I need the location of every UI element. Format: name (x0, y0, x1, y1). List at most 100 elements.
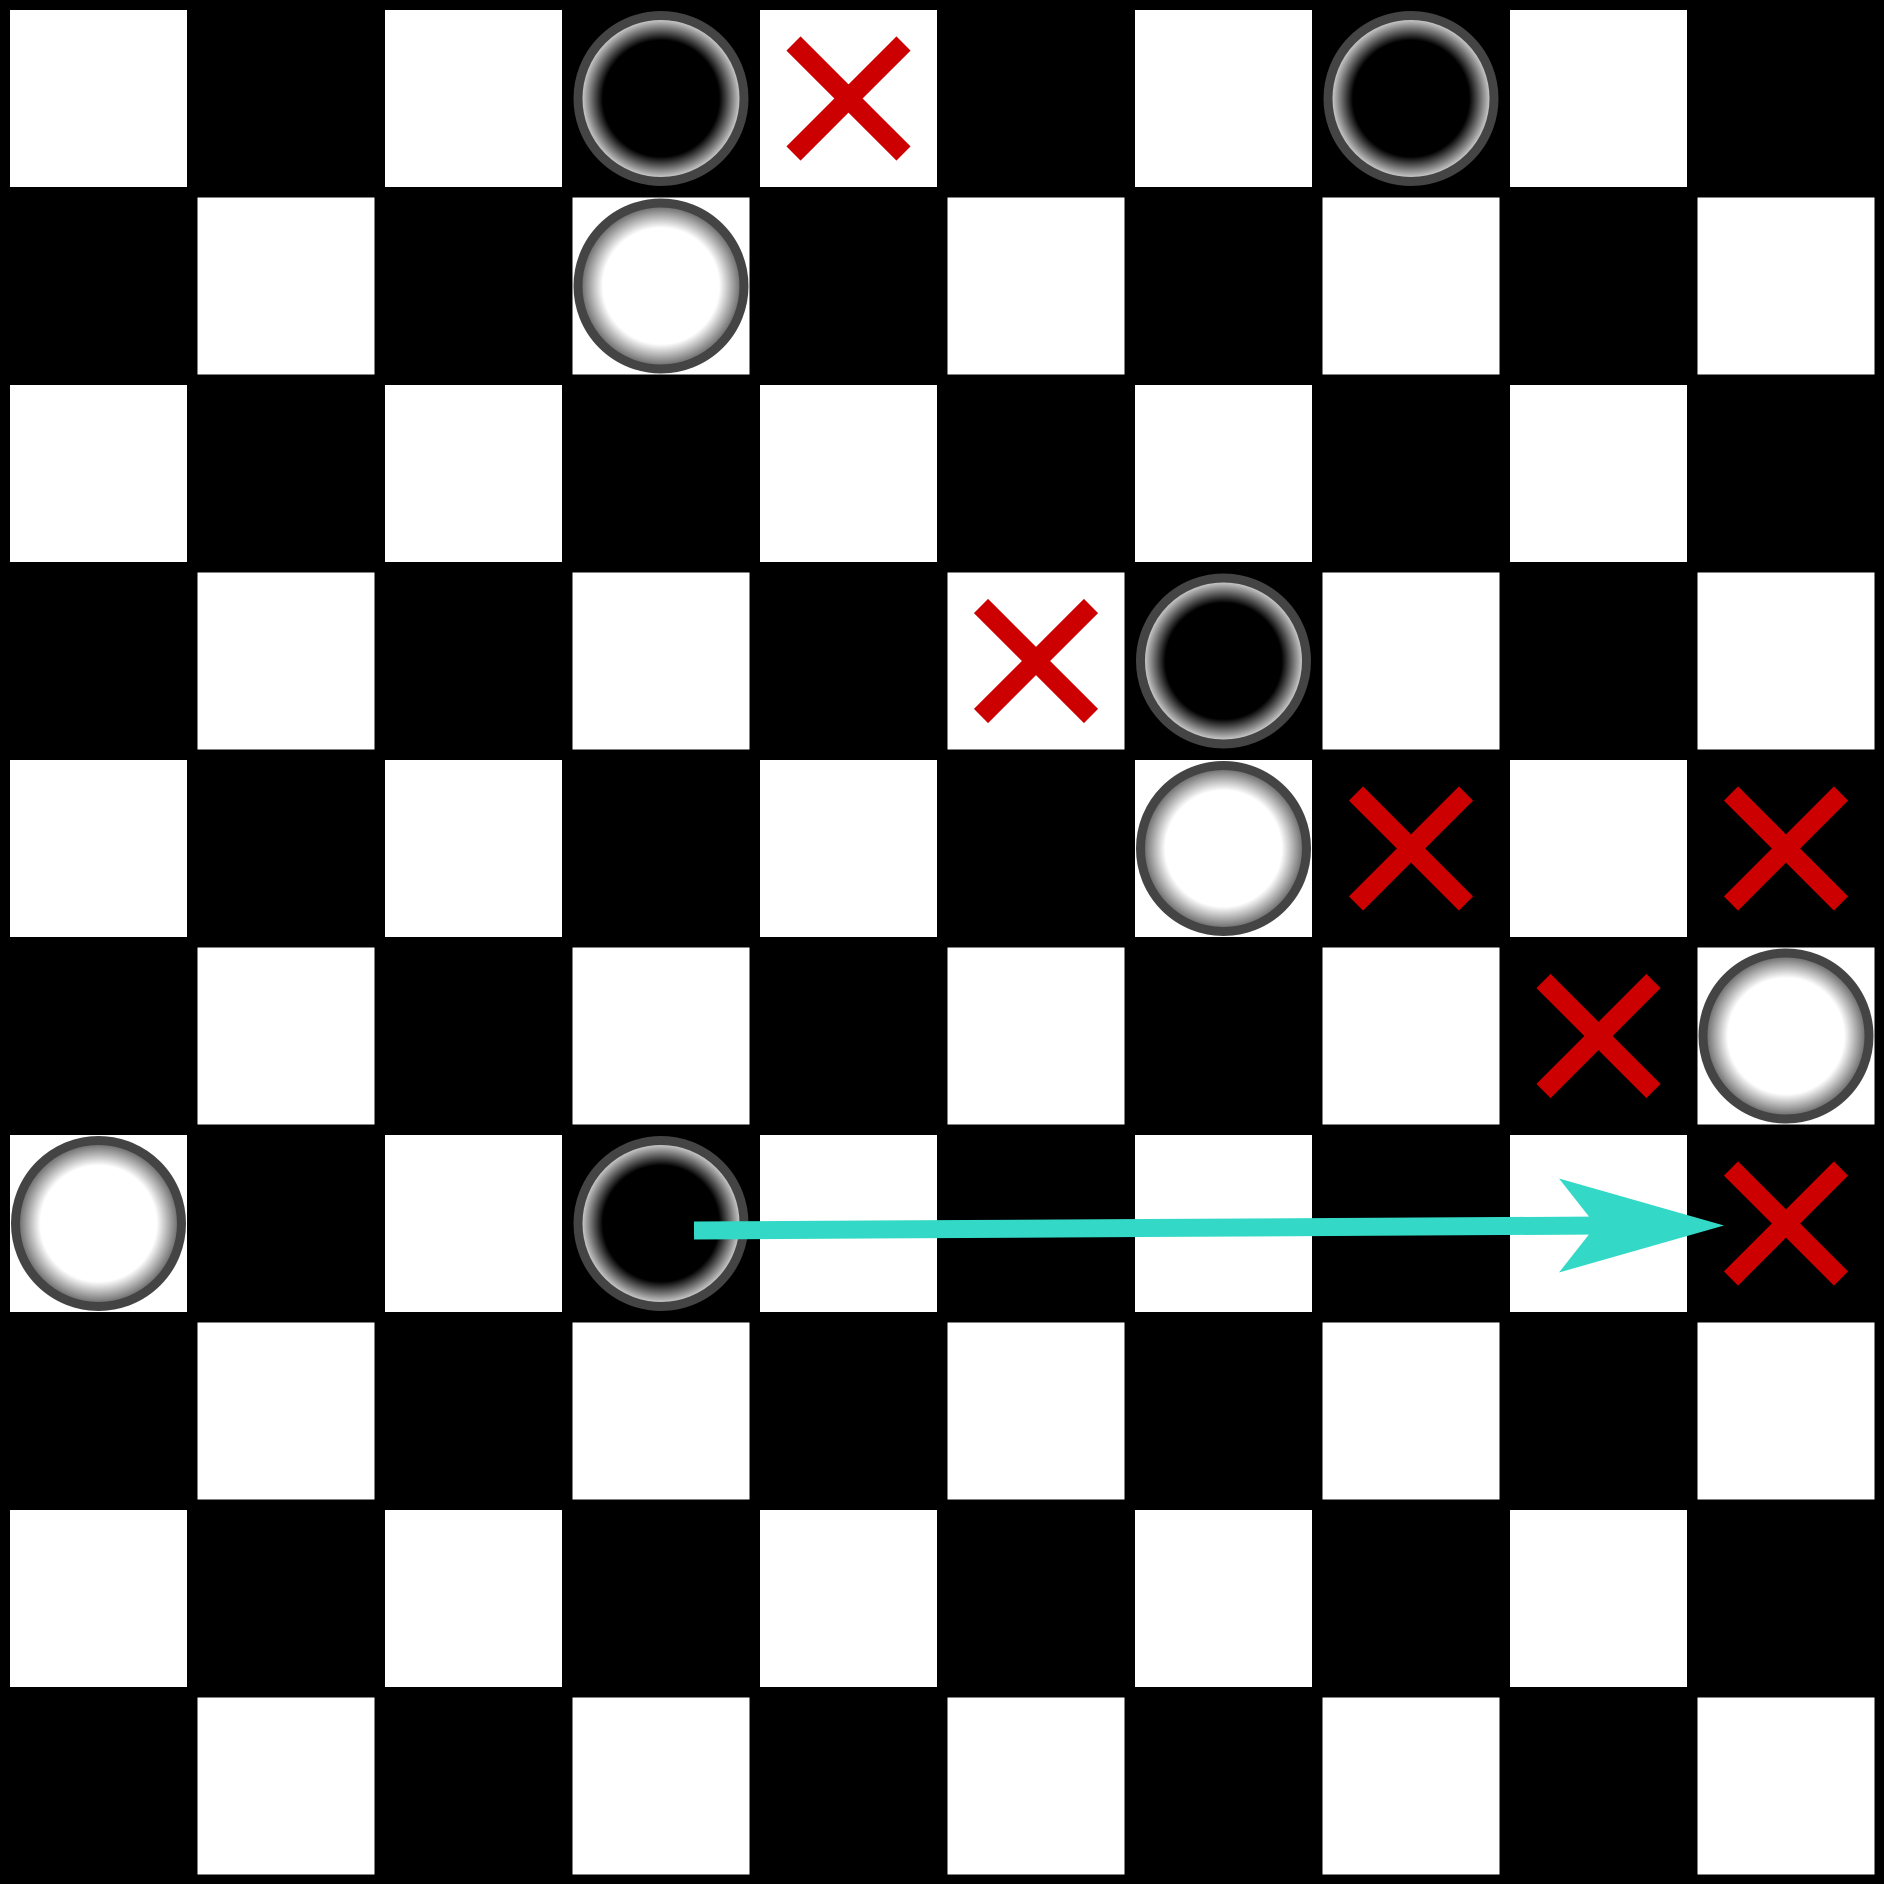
board-square-light[interactable] (385, 385, 562, 562)
board-square-light[interactable] (760, 760, 937, 937)
board-square-dark[interactable] (1510, 1322, 1687, 1500)
cross-mark-icon (1723, 1161, 1849, 1286)
board-square-light[interactable] (197, 1697, 375, 1875)
board-square-light[interactable] (947, 1697, 1125, 1875)
board-square-dark[interactable] (1135, 197, 1312, 375)
board-square-light[interactable] (1510, 760, 1687, 937)
board-square-dark[interactable] (1697, 1510, 1875, 1687)
cross-mark-icon (786, 36, 911, 161)
board-squares (10, 10, 1875, 1875)
board-square-dark[interactable] (385, 572, 562, 750)
board-square-dark[interactable] (385, 197, 562, 375)
board-square-dark[interactable] (1135, 1322, 1312, 1500)
board-square-dark[interactable] (760, 197, 937, 375)
board-square-light[interactable] (1322, 947, 1500, 1125)
white-checker-piece-icon[interactable] (11, 1136, 186, 1311)
board-square-dark[interactable] (1697, 385, 1875, 562)
board-square-dark[interactable] (572, 1510, 750, 1687)
board-square-light[interactable] (1322, 572, 1500, 750)
board-square-light[interactable] (10, 760, 187, 937)
board-square-dark[interactable] (197, 1135, 375, 1312)
board-square-dark[interactable] (10, 572, 187, 750)
board-square-dark[interactable] (760, 947, 937, 1125)
board-square-light[interactable] (572, 1322, 750, 1500)
board-square-light[interactable] (572, 947, 750, 1125)
cross-mark-icon (1723, 786, 1849, 911)
board-square-light[interactable] (197, 572, 375, 750)
white-checker-piece-icon[interactable] (1698, 948, 1874, 1124)
board-square-dark[interactable] (10, 1322, 187, 1500)
board-square-light[interactable] (10, 10, 187, 187)
board-square-dark[interactable] (947, 760, 1125, 937)
board-square-light[interactable] (1697, 1697, 1875, 1875)
board-square-light[interactable] (10, 1510, 187, 1687)
black-checker-piece-icon[interactable] (1323, 11, 1499, 186)
board-square-light[interactable] (1322, 1697, 1500, 1875)
board-square-light[interactable] (10, 385, 187, 562)
board-square-light[interactable] (1697, 1322, 1875, 1500)
board-square-light[interactable] (1322, 197, 1500, 375)
board-square-light[interactable] (385, 1135, 562, 1312)
white-checker-piece-icon[interactable] (573, 198, 749, 374)
board-square-light[interactable] (197, 947, 375, 1125)
board-square-dark[interactable] (385, 1697, 562, 1875)
board-square-dark[interactable] (197, 385, 375, 562)
board-square-dark[interactable] (1135, 947, 1312, 1125)
board-square-light[interactable] (1135, 10, 1312, 187)
board-square-dark[interactable] (197, 10, 375, 187)
board-square-dark[interactable] (760, 1697, 937, 1875)
board-square-dark[interactable] (760, 572, 937, 750)
black-checker-piece-icon[interactable] (1136, 573, 1311, 749)
board-square-dark[interactable] (572, 385, 750, 562)
board-square-dark[interactable] (10, 947, 187, 1125)
board-square-light[interactable] (1510, 1510, 1687, 1687)
board-square-dark[interactable] (1135, 1697, 1312, 1875)
board-square-light[interactable] (572, 572, 750, 750)
board-square-light[interactable] (385, 760, 562, 937)
board-square-light[interactable] (947, 1322, 1125, 1500)
black-checker-piece-icon[interactable] (573, 11, 749, 186)
board-square-light[interactable] (385, 10, 562, 187)
board-square-light[interactable] (1510, 10, 1687, 187)
board-square-dark[interactable] (947, 1510, 1125, 1687)
board-square-light[interactable] (572, 1697, 750, 1875)
board-square-dark[interactable] (10, 1697, 187, 1875)
board-square-dark[interactable] (1510, 572, 1687, 750)
board-square-dark[interactable] (572, 760, 750, 937)
board-square-dark[interactable] (385, 947, 562, 1125)
board-square-dark[interactable] (1697, 10, 1875, 187)
board-square-light[interactable] (760, 385, 937, 562)
board-square-dark[interactable] (385, 1322, 562, 1500)
board-square-dark[interactable] (760, 1322, 937, 1500)
cross-mark-icon (1536, 973, 1661, 1099)
board-square-light[interactable] (197, 1322, 375, 1500)
move-arrow-icon (693, 1178, 1724, 1273)
board-square-light[interactable] (947, 197, 1125, 375)
board-square-dark[interactable] (197, 760, 375, 937)
board-square-light[interactable] (197, 197, 375, 375)
board-square-dark[interactable] (197, 1510, 375, 1687)
board-square-dark[interactable] (1510, 1697, 1687, 1875)
board-square-dark[interactable] (1322, 1510, 1500, 1687)
board-square-light[interactable] (760, 1510, 937, 1687)
white-checker-piece-icon[interactable] (1136, 761, 1311, 936)
board-square-light[interactable] (1697, 572, 1875, 750)
cross-markers (786, 36, 1849, 1286)
board-square-dark[interactable] (947, 10, 1125, 187)
board-square-light[interactable] (1697, 197, 1875, 375)
board-square-dark[interactable] (10, 197, 187, 375)
checker-pieces (11, 11, 1874, 1311)
board-square-light[interactable] (1322, 1322, 1500, 1500)
board-square-light[interactable] (1135, 385, 1312, 562)
cross-mark-icon (1348, 786, 1474, 911)
move-arrow (693, 1178, 1724, 1273)
board-square-light[interactable] (947, 947, 1125, 1125)
board-square-dark[interactable] (947, 385, 1125, 562)
cross-mark-icon (973, 598, 1099, 724)
board-square-light[interactable] (1135, 1510, 1312, 1687)
board-square-dark[interactable] (1322, 385, 1500, 562)
board-square-light[interactable] (1510, 385, 1687, 562)
board-square-dark[interactable] (1510, 197, 1687, 375)
board-square-light[interactable] (385, 1510, 562, 1687)
